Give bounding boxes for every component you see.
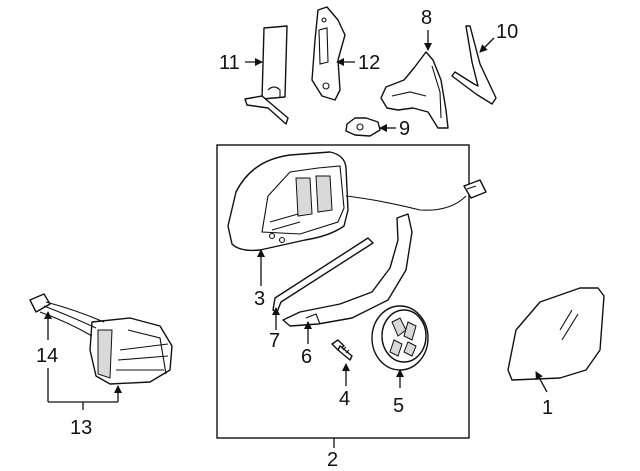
callout-14: 14 — [36, 345, 58, 367]
callout-13: 13 — [70, 417, 92, 439]
part-11-cover-plate — [244, 25, 289, 125]
part-3-mirror-housing — [227, 151, 487, 252]
callout-6: 6 — [301, 346, 312, 368]
part-10-trim-strip — [451, 25, 497, 105]
callout-1: 1 — [542, 397, 553, 419]
part-9-clip — [345, 117, 381, 137]
callout-2: 2 — [327, 449, 338, 471]
part-6-base-arm — [282, 213, 413, 327]
part-13-signal-lamp — [89, 317, 173, 385]
leader-lines — [44, 30, 548, 448]
part-4-screw — [331, 339, 353, 361]
part-1-mirror-glass — [507, 287, 605, 381]
callout-7: 7 — [269, 330, 280, 352]
callout-11: 11 — [219, 52, 240, 74]
callout-labels: 11 12 8 10 9 3 7 6 4 5 1 2 14 13 — [36, 7, 553, 471]
callout-3: 3 — [254, 288, 265, 310]
callout-8: 8 — [421, 7, 432, 29]
part-12-bracket-plate — [311, 6, 346, 101]
part-5-motor — [371, 305, 429, 371]
callout-10: 10 — [496, 21, 518, 43]
callout-5: 5 — [393, 395, 404, 417]
callout-9: 9 — [399, 118, 410, 140]
part-14-wire-harness — [29, 293, 105, 337]
assembly-frame — [216, 144, 470, 439]
callout-12: 12 — [358, 52, 380, 74]
part-8-outer-trim — [380, 51, 449, 129]
callout-4: 4 — [339, 388, 350, 410]
